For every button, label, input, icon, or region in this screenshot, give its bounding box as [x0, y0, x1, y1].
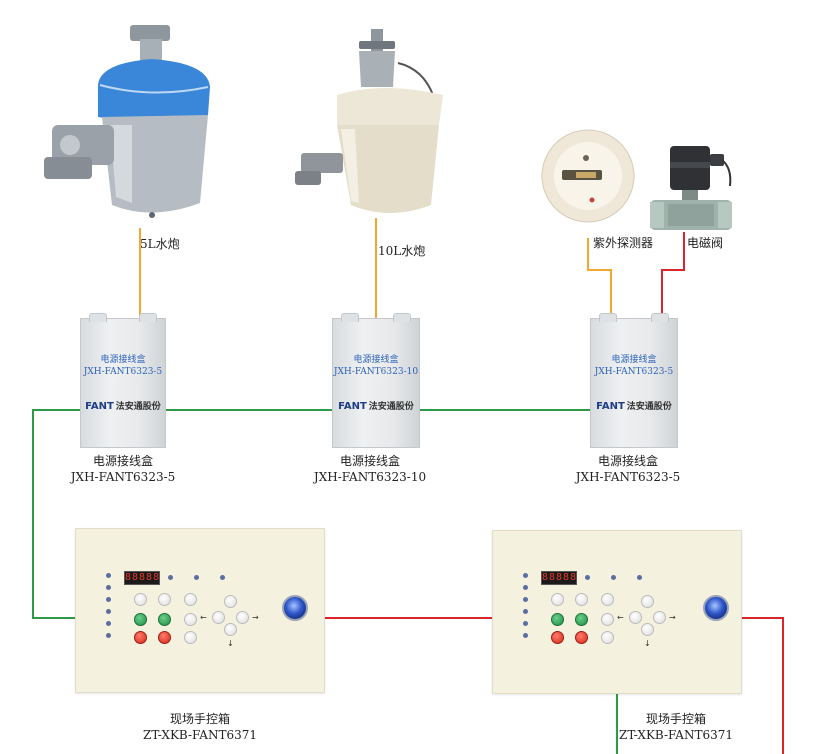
junction-box-2-caption-model: JXH-FANT6323-10 — [313, 470, 427, 484]
junction-box-1-caption-model: JXH-FANT6323-5 — [70, 470, 176, 484]
wire-bus-left — [32, 409, 80, 619]
stop-button[interactable] — [158, 631, 171, 644]
solenoid-valve-label: 电磁阀 — [687, 236, 724, 250]
manual-button[interactable] — [184, 631, 197, 644]
control-box-1-caption-title: 现场手控箱 — [169, 712, 231, 726]
junction-box-plate-title: 电源接线盒 — [100, 355, 146, 365]
cannon-5l-label: 5L水炮 — [140, 237, 180, 251]
stop-button[interactable] — [575, 631, 588, 644]
uv-detector-label: 紫外探测器 — [593, 236, 654, 250]
cannon-5l-image — [44, 25, 210, 218]
manual-button[interactable] — [601, 613, 614, 626]
arrow-right-icon: → — [252, 613, 259, 622]
cannon-10l-image — [295, 29, 443, 213]
junction-box-plate-model: JXH-FANT6323-5 — [83, 367, 163, 377]
stop-button[interactable] — [551, 631, 564, 644]
start-button[interactable] — [134, 613, 147, 626]
junction-box-3-caption-model: JXH-FANT6323-5 — [575, 470, 681, 484]
junction-box-plate-model: JXH-FANT6323-5 — [594, 367, 674, 377]
arrow-left-icon: ← — [200, 613, 207, 622]
direction-left-button[interactable] — [629, 611, 642, 624]
control-box-display: 88888 — [124, 571, 161, 585]
solenoid-valve-image — [650, 146, 732, 230]
junction-box-2-caption-title: 电源接线盒 — [339, 454, 401, 468]
stop-button[interactable] — [134, 631, 147, 644]
emergency-key-switch[interactable] — [703, 595, 729, 621]
junction-box-3-caption-title: 电源接线盒 — [597, 454, 659, 468]
manual-button[interactable] — [184, 593, 197, 606]
manual-button[interactable] — [601, 631, 614, 644]
direction-right-button[interactable] — [236, 611, 249, 624]
arrow-right-icon: → — [669, 613, 676, 622]
uv-detector-image — [541, 129, 635, 223]
direction-right-button[interactable] — [653, 611, 666, 624]
control-box-2-caption-title: 现场手控箱 — [645, 712, 707, 726]
junction-box-1-caption-title: 电源接线盒 — [92, 454, 154, 468]
start-button[interactable] — [158, 613, 171, 626]
manual-button[interactable] — [158, 593, 171, 606]
control-box-2: 88888 ← → ↓ — [492, 530, 742, 694]
emergency-key-switch[interactable] — [282, 595, 308, 621]
wire-solenoid-valve — [661, 232, 685, 318]
direction-left-button[interactable] — [212, 611, 225, 624]
manual-button[interactable] — [575, 593, 588, 606]
cannon-10l-label: 10L水炮 — [378, 244, 426, 258]
arrow-left-icon: ← — [617, 613, 624, 622]
control-box-display: 88888 — [541, 571, 578, 585]
wire-control-right — [742, 617, 784, 754]
direction-down-button[interactable] — [641, 623, 654, 636]
junction-box-plate-title: 电源接线盒 — [353, 355, 399, 365]
manual-button[interactable] — [134, 593, 147, 606]
manual-button[interactable] — [551, 593, 564, 606]
start-button[interactable] — [551, 613, 564, 626]
arrow-down-icon: ↓ — [227, 639, 234, 648]
junction-box-plate-model: JXH-FANT6323-10 — [333, 367, 419, 377]
control-box-1: 88888 ← → ↓ — [75, 528, 325, 693]
wire-uv-detector — [587, 238, 612, 318]
direction-down-button[interactable] — [224, 623, 237, 636]
arrow-down-icon: ↓ — [644, 639, 651, 648]
junction-box-plate-title: 电源接线盒 — [611, 355, 657, 365]
control-box-1-caption-model: ZT-XKB-FANT6371 — [142, 728, 258, 742]
control-box-2-caption-model: ZT-XKB-FANT6371 — [618, 728, 734, 742]
direction-up-button[interactable] — [641, 595, 654, 608]
direction-up-button[interactable] — [224, 595, 237, 608]
manual-button[interactable] — [184, 613, 197, 626]
start-button[interactable] — [575, 613, 588, 626]
manual-button[interactable] — [601, 593, 614, 606]
